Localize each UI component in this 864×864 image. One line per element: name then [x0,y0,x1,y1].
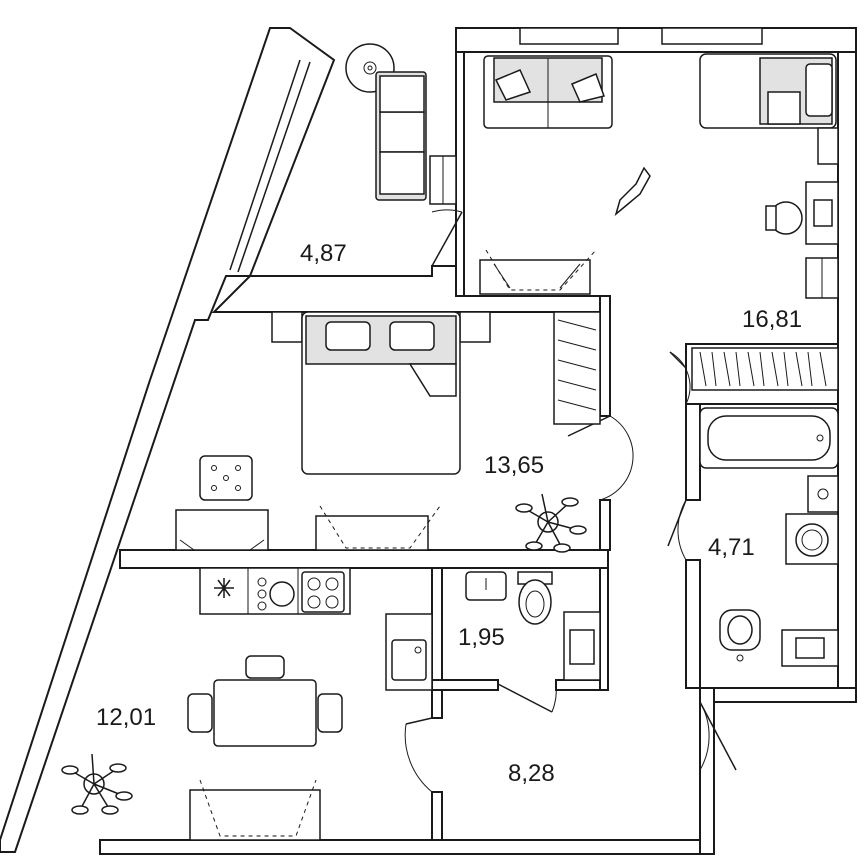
kitchen-plant-icon [61,753,133,815]
balcony-furniture [345,43,457,205]
room-area-bathroom: 4,71 [708,534,755,561]
bedroom-furniture [175,311,601,553]
wc-fixtures [465,571,601,681]
room-area-bedroom: 13,65 [484,452,545,479]
room-area-kitchen: 12,01 [96,704,157,731]
room-area-balcony: 4,87 [300,240,347,267]
bathroom-fixtures [699,407,839,667]
doors [404,209,737,793]
bedroom-plant-icon [515,493,587,553]
room-area-living: 16,81 [742,306,803,333]
room-area-hall: 8,28 [508,760,555,787]
kitchen-furniture [61,567,433,841]
outer-walls [0,27,857,855]
living-furniture [479,53,839,391]
room-area-wc: 1,95 [458,624,505,651]
